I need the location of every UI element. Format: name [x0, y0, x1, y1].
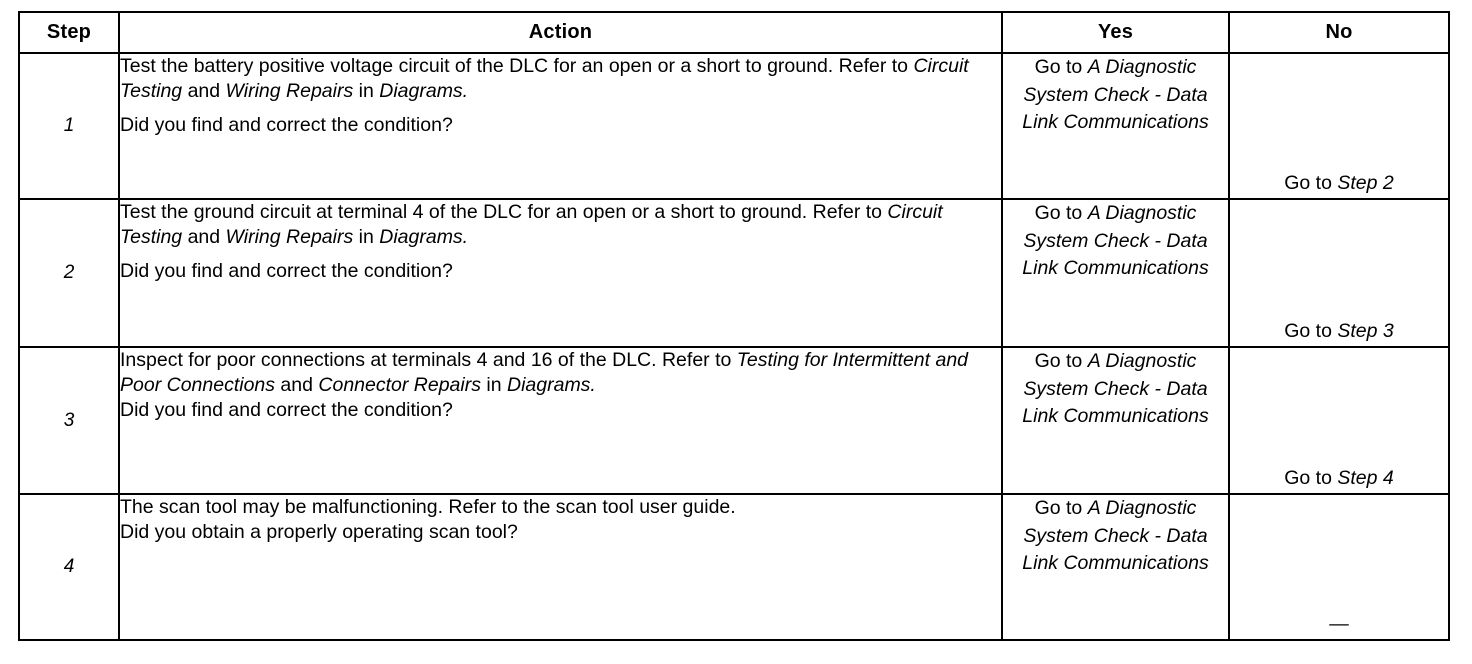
- plain-text: and: [275, 373, 319, 396]
- action-cell: Test the battery positive voltage circui…: [118, 52, 1003, 200]
- action-question: Did you find and correct the condition?: [120, 113, 1001, 138]
- yes-cell: Go to A Diagnostic System Check - Data L…: [1001, 198, 1230, 348]
- reference-text: A Diagnostic System Check - Data Link Co…: [1022, 350, 1209, 428]
- reference-text: Connector Repairs: [318, 373, 481, 396]
- column-header-yes: Yes: [1001, 11, 1230, 54]
- plain-text: Go to: [1284, 320, 1338, 343]
- action-cell: Test the ground circuit at terminal 4 of…: [118, 198, 1003, 348]
- table-row: 2 Test the ground circuit at terminal 4 …: [18, 198, 1450, 348]
- no-cell: Go to Step 3: [1228, 198, 1450, 348]
- reference-text: Diagrams.: [379, 79, 469, 102]
- table-body: 1 Test the battery positive voltage circ…: [18, 52, 1450, 641]
- plain-text: —: [1329, 613, 1349, 636]
- step-number: 2: [18, 198, 120, 348]
- action-paragraph: Test the ground circuit at terminal 4 of…: [120, 200, 1001, 250]
- yes-cell: Go to A Diagnostic System Check - Data L…: [1001, 346, 1230, 495]
- plain-text: Did you find and correct the condition?: [120, 398, 453, 421]
- plain-text: and: [182, 225, 226, 248]
- reference-text: Circuit Testing: [120, 201, 943, 248]
- plain-text: and: [182, 79, 226, 102]
- column-header-step: Step: [18, 11, 120, 54]
- reference-text: Circuit Testing: [120, 55, 969, 102]
- action-question: Did you obtain a properly operating scan…: [120, 520, 1001, 545]
- reference-text: Step 4: [1337, 467, 1394, 490]
- action-paragraph: Inspect for poor connections at terminal…: [120, 348, 1001, 398]
- plain-text: Did you find and correct the condition?: [120, 259, 453, 282]
- step-number: 1: [18, 52, 120, 200]
- reference-text: Testing for Intermittent and Poor Connec…: [120, 349, 969, 396]
- action-paragraph: The scan tool may be malfunctioning. Ref…: [120, 495, 1001, 520]
- plain-text: Go to: [1284, 172, 1338, 195]
- no-cell: —: [1228, 493, 1450, 641]
- plain-text: Did you find and correct the condition?: [120, 113, 453, 136]
- column-header-no: No: [1228, 11, 1450, 54]
- action-question: Did you find and correct the condition?: [120, 398, 1001, 423]
- reference-text: Wiring Repairs: [225, 79, 354, 102]
- plain-text: in: [480, 373, 507, 396]
- table-row: 3 Inspect for poor connections at termin…: [18, 346, 1450, 495]
- table-header: Step Action Yes No: [18, 11, 1450, 54]
- action-question: Did you find and correct the condition?: [120, 259, 1001, 284]
- step-number: 4: [18, 493, 120, 641]
- reference-text: A Diagnostic System Check - Data Link Co…: [1022, 497, 1209, 575]
- plain-text: Test the ground circuit at terminal 4 of…: [120, 201, 888, 223]
- diagnostic-table: Step Action Yes No 1 Test the battery po…: [18, 11, 1450, 641]
- table-row: 4 The scan tool may be malfunctioning. R…: [18, 493, 1450, 641]
- reference-text: Diagrams.: [379, 225, 469, 248]
- header-row: Step Action Yes No: [18, 11, 1450, 54]
- reference-text: Step 3: [1337, 320, 1394, 343]
- action-cell: Inspect for poor connections at terminal…: [118, 346, 1003, 495]
- plain-text: in: [353, 225, 380, 248]
- reference-text: Diagrams.: [507, 373, 596, 396]
- no-cell: Go to Step 4: [1228, 346, 1450, 495]
- action-spacer: [120, 104, 1001, 113]
- action-paragraph: Test the battery positive voltage circui…: [120, 54, 1001, 104]
- action-spacer: [120, 250, 1001, 259]
- plain-text: Did you obtain a properly operating scan…: [120, 520, 518, 543]
- table-row: 1 Test the battery positive voltage circ…: [18, 52, 1450, 200]
- plain-text: Go to: [1034, 497, 1088, 519]
- reference-text: A Diagnostic System Check - Data Link Co…: [1022, 56, 1209, 134]
- reference-text: Wiring Repairs: [225, 225, 354, 248]
- plain-text: Go to: [1284, 467, 1338, 490]
- plain-text: Inspect for poor connections at terminal…: [120, 349, 737, 371]
- plain-text: Go to: [1034, 56, 1088, 78]
- step-number: 3: [18, 346, 120, 495]
- plain-text: Test the battery positive voltage circui…: [120, 55, 914, 77]
- plain-text: The scan tool may be malfunctioning. Ref…: [120, 496, 736, 518]
- action-cell: The scan tool may be malfunctioning. Ref…: [118, 493, 1003, 641]
- yes-cell: Go to A Diagnostic System Check - Data L…: [1001, 52, 1230, 200]
- no-cell: Go to Step 2: [1228, 52, 1450, 200]
- plain-text: Go to: [1034, 350, 1088, 372]
- reference-text: Step 2: [1337, 172, 1394, 195]
- plain-text: Go to: [1034, 202, 1088, 224]
- reference-text: A Diagnostic System Check - Data Link Co…: [1022, 202, 1209, 280]
- plain-text: in: [353, 79, 380, 102]
- yes-cell: Go to A Diagnostic System Check - Data L…: [1001, 493, 1230, 641]
- column-header-action: Action: [118, 11, 1003, 54]
